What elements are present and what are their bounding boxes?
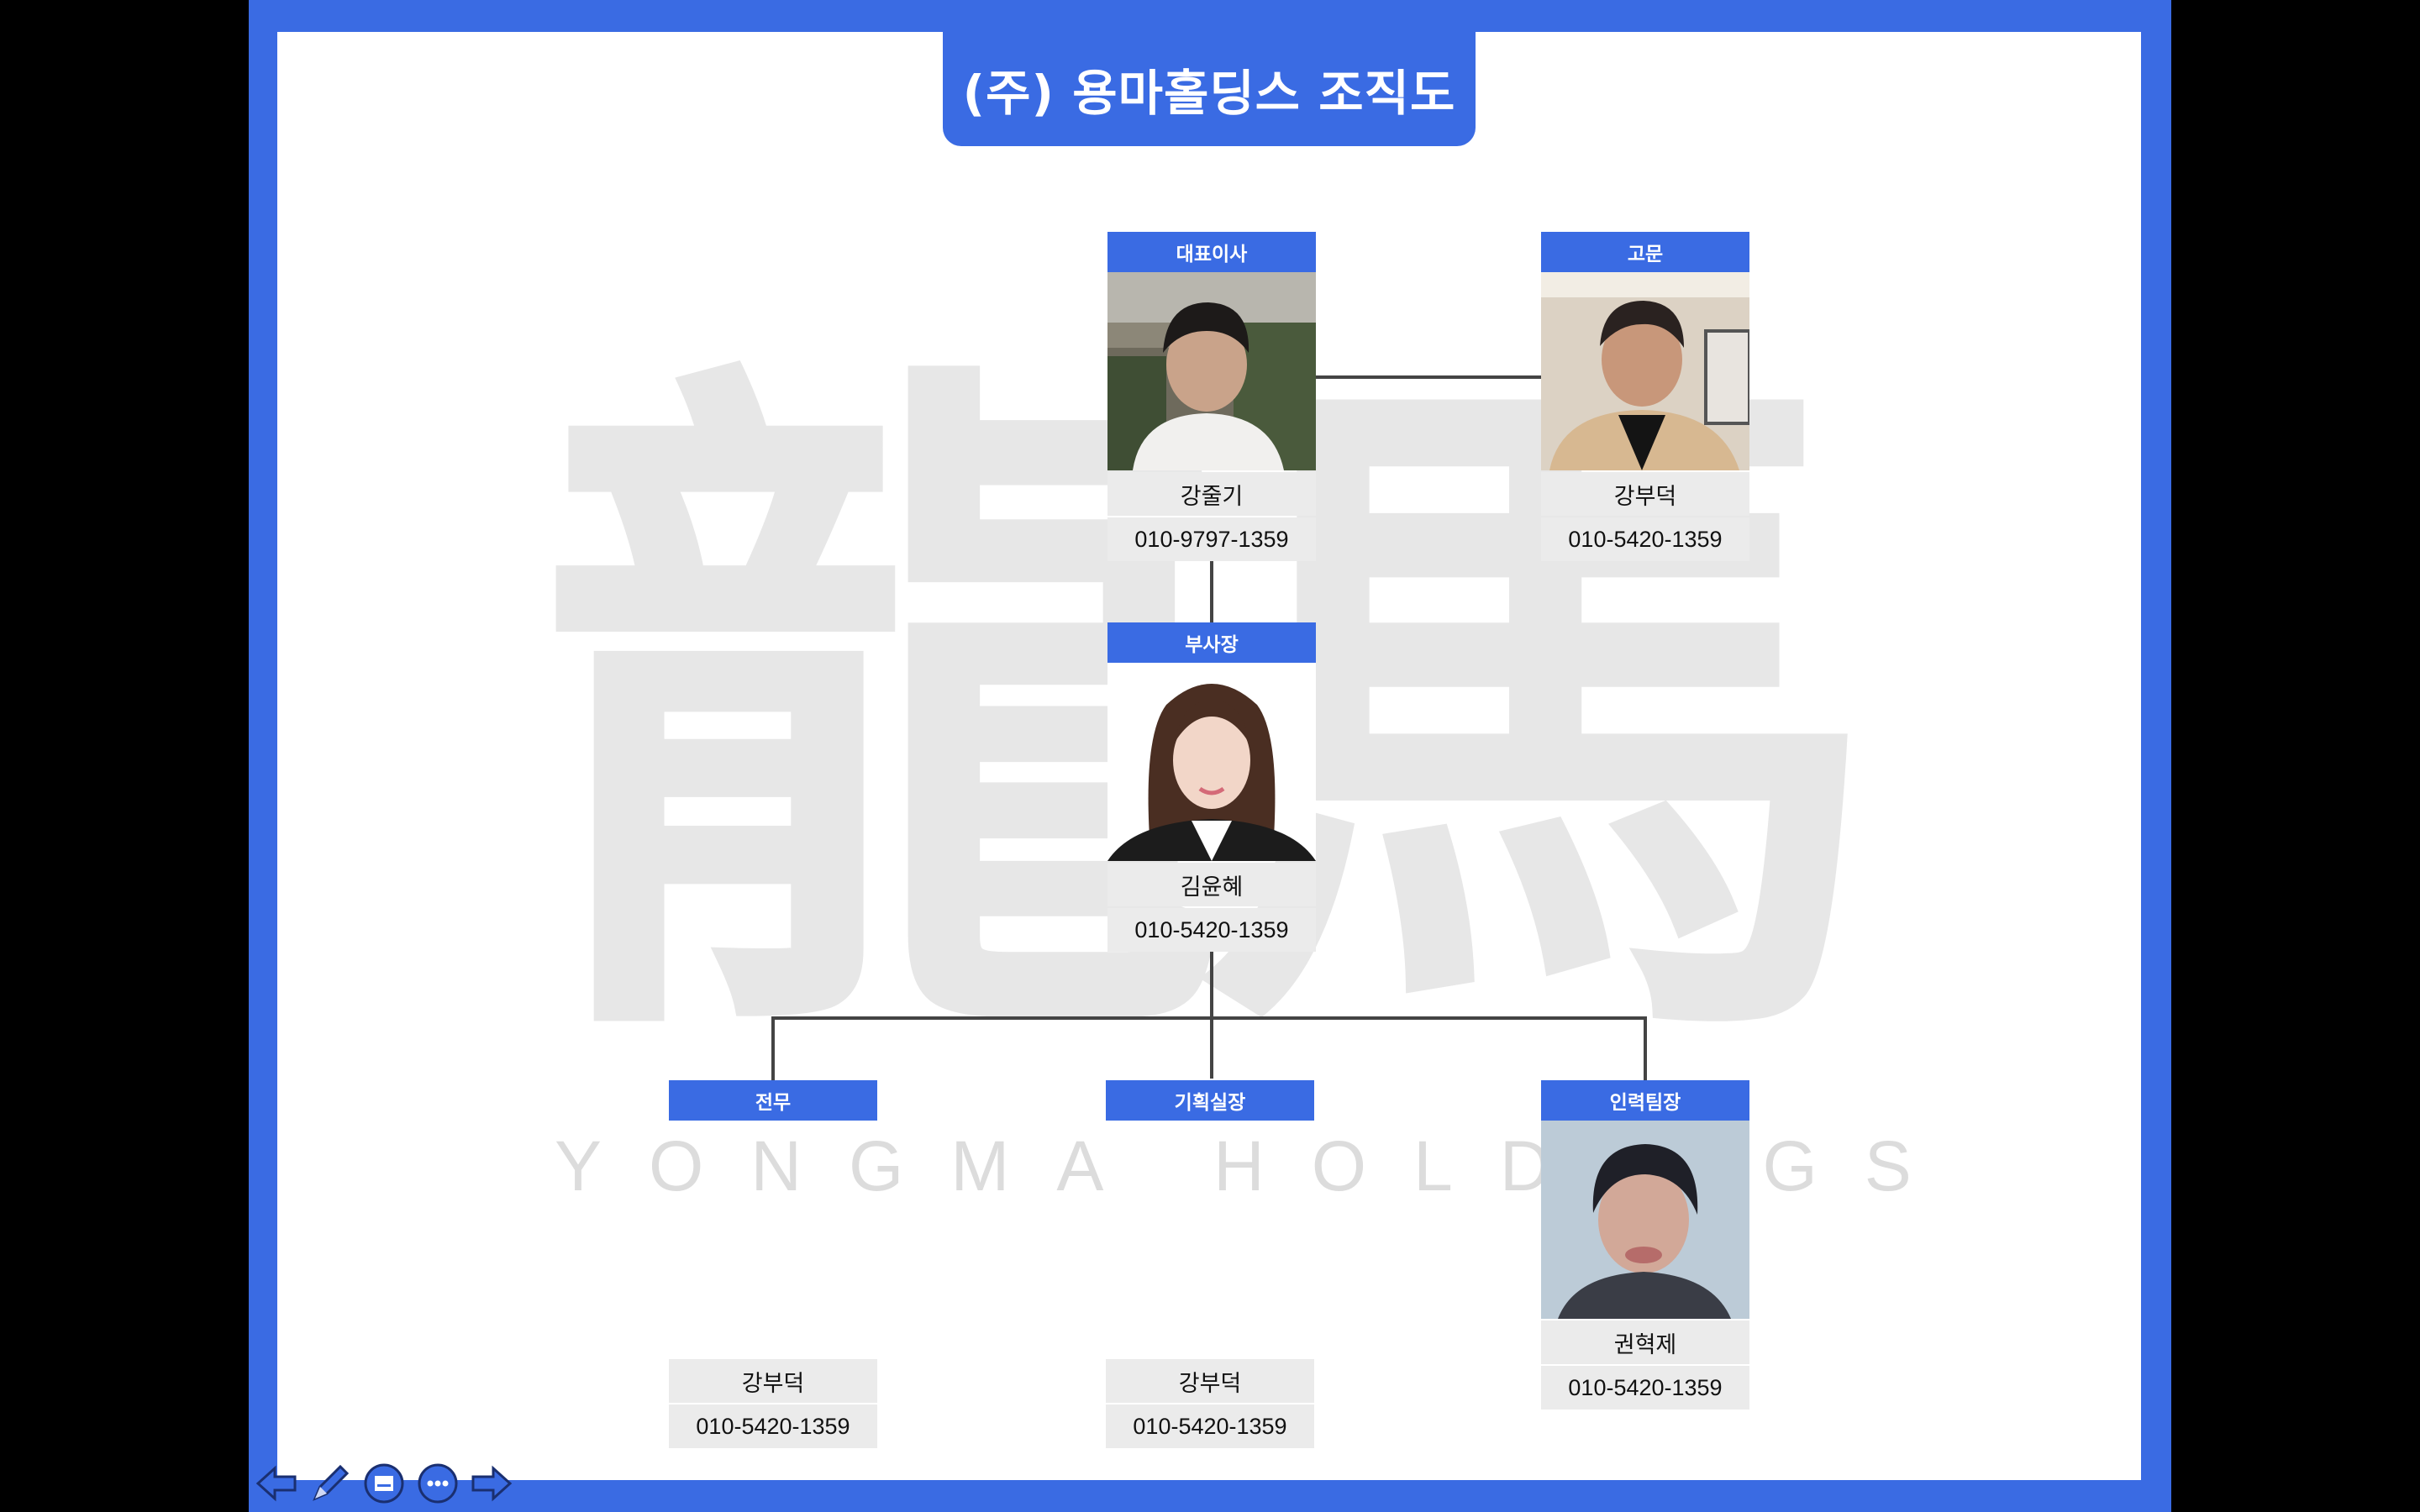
photo-vice-president xyxy=(1107,663,1316,861)
role-label: 기획실장 xyxy=(1106,1080,1314,1121)
photo-ceo xyxy=(1107,272,1316,470)
member-phone: 010-5420-1359 xyxy=(1106,1404,1314,1448)
member-phone: 010-5420-1359 xyxy=(1541,1366,1749,1410)
role-label: 인력팀장 xyxy=(1541,1080,1749,1121)
pen-icon[interactable] xyxy=(306,1460,355,1507)
member-name: 강부덕 xyxy=(1541,472,1749,516)
member-phone: 010-5420-1359 xyxy=(669,1404,877,1448)
photo-placeholder-planning-head xyxy=(1106,1121,1314,1359)
role-label: 고문 xyxy=(1541,232,1749,272)
presentation-toolbar xyxy=(252,1460,516,1507)
role-label: 대표이사 xyxy=(1107,232,1316,272)
member-name: 김윤혜 xyxy=(1107,863,1316,906)
member-phone: 010-5420-1359 xyxy=(1107,908,1316,952)
role-label: 부사장 xyxy=(1107,622,1316,663)
connector-ceo-vp xyxy=(1210,560,1213,622)
org-card-vice-president[interactable]: 부사장 김윤혜 010-5420-1359 xyxy=(1107,622,1316,952)
connector-executive xyxy=(771,1016,775,1080)
member-name: 강부덕 xyxy=(1106,1359,1314,1403)
member-phone: 010-5420-1359 xyxy=(1541,517,1749,561)
member-name: 강부덕 xyxy=(669,1359,877,1403)
connector-vp-down xyxy=(1210,951,1213,1079)
arrow-left-icon[interactable] xyxy=(252,1460,301,1507)
org-card-hr-head[interactable]: 인력팀장 권혁제 010-5420-1359 xyxy=(1541,1080,1749,1410)
org-card-executive[interactable]: 전무 강부덕 010-5420-1359 xyxy=(669,1080,877,1448)
photo-placeholder-executive xyxy=(669,1121,877,1359)
arrow-right-icon[interactable] xyxy=(467,1460,516,1507)
org-card-ceo[interactable]: 대표이사 강줄기 010-9797-1359 xyxy=(1107,232,1316,561)
member-name: 강줄기 xyxy=(1107,472,1316,516)
connector-ceo-advisor xyxy=(1316,375,1541,379)
connector-hr xyxy=(1644,1016,1647,1080)
role-label: 전무 xyxy=(669,1080,877,1121)
photo-hr-head xyxy=(1541,1121,1749,1319)
photo-advisor xyxy=(1541,272,1749,470)
org-card-advisor[interactable]: 고문 강부덕 010-5420-1359 xyxy=(1541,232,1749,561)
more-icon[interactable] xyxy=(413,1460,462,1507)
org-card-planning-head[interactable]: 기획실장 강부덕 010-5420-1359 xyxy=(1106,1080,1314,1448)
slide-title: (주) 용마홀딩스 조직도 xyxy=(943,32,1476,146)
connector-horizontal xyxy=(771,1016,1647,1020)
member-phone: 010-9797-1359 xyxy=(1107,517,1316,561)
slide-list-icon[interactable] xyxy=(360,1460,408,1507)
member-name: 권혁제 xyxy=(1541,1320,1749,1364)
